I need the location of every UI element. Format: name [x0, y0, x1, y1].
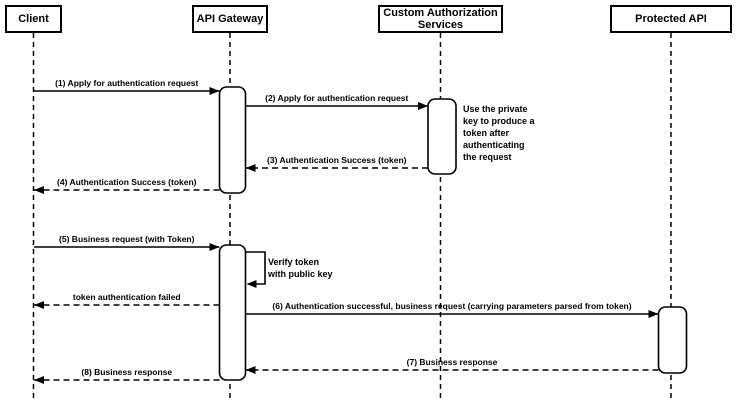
actor-label-api-gateway: API Gateway: [196, 13, 264, 25]
actor-box-protected-api: Protected API: [610, 5, 732, 33]
message-label-1: (1) Apply for authentication request: [55, 78, 199, 88]
message-label-3: (3) Authentication Success (token): [267, 155, 407, 165]
actor-box-client: Client: [5, 5, 62, 33]
actor-box-custom-auth: Custom Authorization Services: [378, 5, 503, 33]
message-arrowhead-8: [245, 366, 256, 374]
message-label-5: (5) Business request (with Token): [59, 234, 195, 244]
message-arrowhead-4: [34, 186, 44, 194]
message-label-6: token authentication failed: [72, 292, 181, 302]
self-message-arrowhead: [246, 280, 257, 288]
actor-box-api-gateway: API Gateway: [192, 5, 268, 33]
actor-label-client: Client: [18, 13, 49, 25]
activation-bar-gateway-activation-1: [218, 86, 247, 194]
message-label-4: (4) Authentication Success (token): [57, 177, 197, 187]
message-arrowhead-6: [34, 301, 44, 309]
self-message-line: [245, 251, 266, 285]
message-arrowhead-5: [209, 243, 220, 251]
actor-label-protected-api: Protected API: [635, 13, 707, 25]
activation-bar-gateway-activation-2: [218, 244, 247, 381]
message-arrowhead-1: [209, 87, 220, 95]
message-label-8: (7) Business response: [406, 357, 498, 367]
activation-bar-protected-api-activation: [657, 306, 688, 374]
message-label-9: (8) Business response: [81, 367, 173, 377]
message-arrowhead-7: [648, 310, 659, 318]
message-arrowhead-3: [245, 164, 256, 172]
message-arrowhead-9: [34, 376, 44, 384]
message-arrowhead-2: [418, 102, 428, 110]
message-label-2: (2) Apply for authentication request: [265, 93, 409, 103]
message-label-7: (6) Authentication successful, business …: [272, 301, 632, 311]
activation-bar-custom-auth-activation: [427, 98, 457, 175]
actor-label-custom-auth: Custom Authorization Services: [383, 7, 498, 31]
